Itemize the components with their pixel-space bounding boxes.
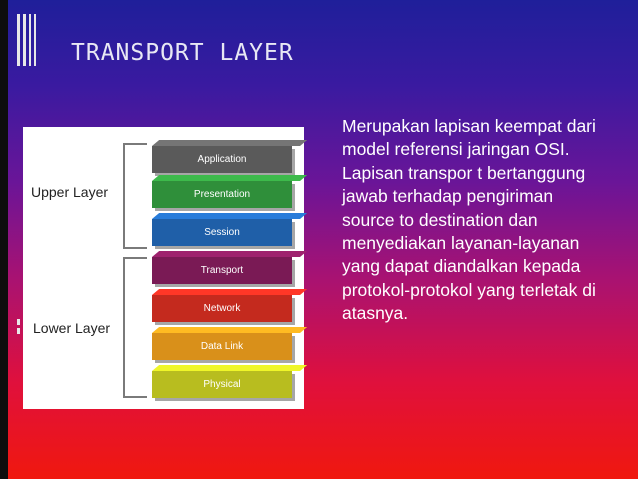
upper-layer-bracket [123,143,147,249]
edge-mark-small [17,319,20,325]
layer-presentation: Presentation [152,181,292,208]
edge-mark [29,14,31,66]
lower-layer-bracket [123,257,147,398]
edge-mark [23,14,26,66]
lower-layer-label: Lower Layer [33,320,111,336]
edge-mark [17,14,20,66]
layer-network: Network [152,295,292,322]
slide-body-text: Merupakan lapisan keempat dari model ref… [342,116,596,324]
slide-title: TRANSPORT LAYER [71,40,294,66]
edge-mark-small [17,328,20,334]
left-edge-bar [0,0,8,479]
layer-session: Session [152,219,292,246]
layer-transport: Transport [152,257,292,284]
upper-layer-label: Upper Layer [31,184,109,200]
edge-mark [34,14,36,66]
layer-data-link: Data Link [152,333,292,360]
osi-layer-diagram: Upper Layer Lower Layer Application Pres… [23,127,304,409]
layer-physical: Physical [152,371,292,398]
decorative-edge-marks [17,14,43,66]
layer-application: Application [152,146,292,173]
